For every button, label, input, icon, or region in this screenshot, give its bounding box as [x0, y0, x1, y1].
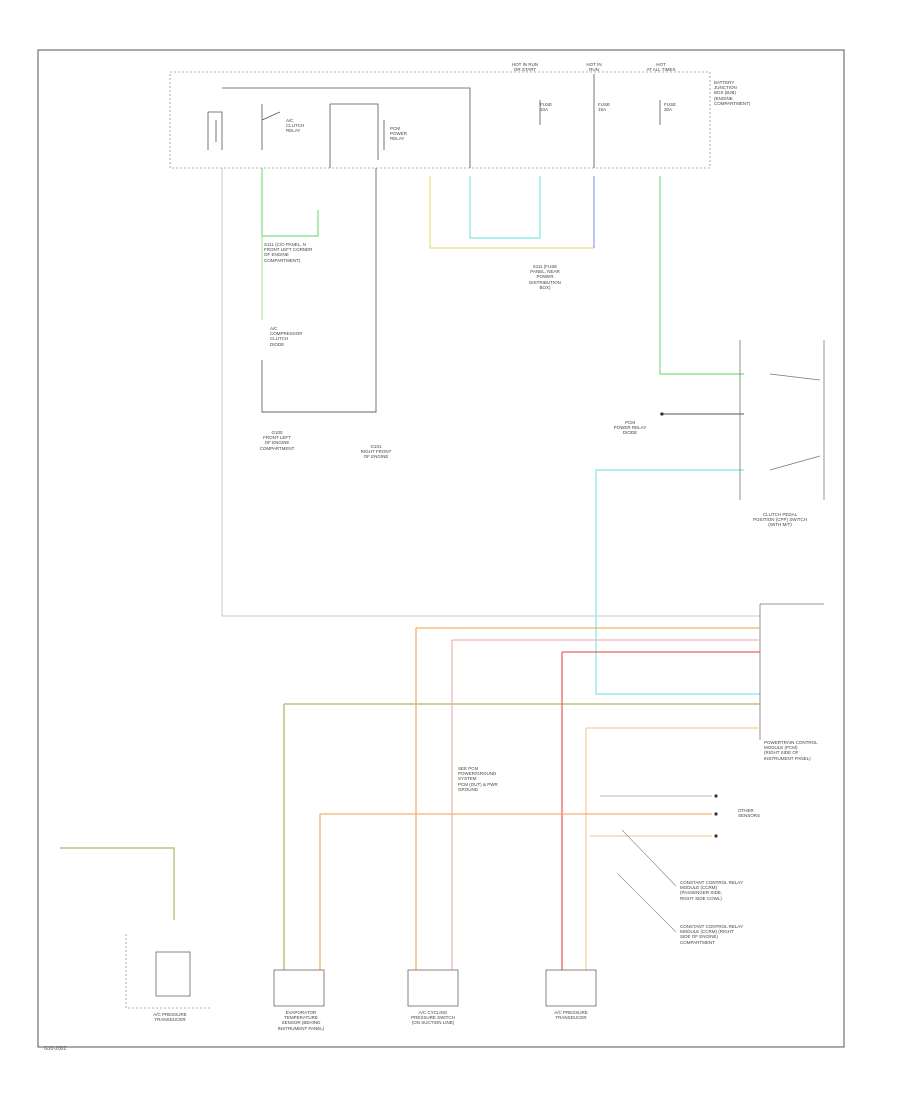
relay1-coil: [207, 111, 223, 150]
evap-temp-label: EVAPORATOR TEMPERATURE SENSOR (BEHIND IN…: [277, 1010, 325, 1031]
wire-orange: [415, 627, 760, 970]
fuse-lines: [539, 74, 661, 168]
cpp-switch-label: CLUTCH PEDAL POSITION (CPP) SWITCH (WITH…: [753, 512, 807, 528]
ground1-label: G100 FRONT LEFT OF ENGINE COMPARTMENT: [259, 430, 295, 451]
pcm-label: POWERTRAIN CONTROL MODULE (PCM) (RIGHT S…: [764, 740, 818, 761]
component-2: [407, 969, 459, 1007]
relay2: [329, 103, 385, 168]
wire-orange-2: [319, 813, 712, 970]
ac-sensor-label: A/C PRESSURE TRANSDUCER: [554, 1010, 588, 1021]
wire-cyan: [469, 176, 541, 239]
wire-dark-down: [261, 168, 377, 413]
wire-cyan-long: [595, 469, 760, 695]
component-4: [155, 951, 191, 997]
leader-2: [617, 873, 677, 933]
splice2-label: S111 (FUSE PANEL, NEAR POWER DISTRIBUTIO…: [529, 264, 561, 290]
terminal-dot: [660, 412, 664, 416]
component-1: [273, 969, 325, 1007]
fuse2-label: FUSE 15A: [598, 102, 611, 113]
cycling-label: A/C CYCLING PRESSURE SWITCH (ON SUCTION …: [411, 1010, 455, 1026]
wire-pink: [451, 639, 760, 970]
pcm-ground-dashed: [221, 168, 760, 617]
trans-cap-label: A/C PRESSURE TRANSDUCER: [153, 1012, 187, 1023]
fuse1-label: FUSE 10A: [540, 102, 553, 113]
terminal-dot: [714, 794, 718, 798]
diagram-border: [37, 49, 845, 1048]
component-4-dashed: [125, 934, 210, 1009]
other-sensors-label: OTHER SENSORS: [738, 808, 761, 819]
terminal-dot: [714, 812, 718, 816]
splice1-label: S111 (C/O PANEL, N FRONT LEFT CORNER OF …: [264, 242, 313, 263]
wire-olive: [283, 703, 760, 970]
relay2-label: PCM POWER RELAY: [390, 126, 408, 142]
relay1-label: A/C CLUTCH RELAY: [286, 118, 305, 134]
terminal-dot: [714, 834, 718, 838]
fuse-box-label: BATTERY JUNCTION BOX (BJB) (ENGINE COMPA…: [714, 80, 751, 106]
pcm-connector: [759, 603, 824, 740]
leader-1: [621, 829, 677, 887]
hot-at-all-label: HOT AT ALL TIMES: [646, 62, 676, 73]
cpp-switch: [739, 340, 825, 500]
component-3: [545, 969, 597, 1007]
footer-code: G10-2002: [44, 1046, 67, 1052]
hot-run2-label: HOT IN RUN: [586, 62, 602, 73]
pcm-power-label: PCM POWER RELAY DIODE: [613, 420, 647, 436]
hot-run1-label: HOT IN RUN OR START: [511, 62, 539, 73]
wire-red: [561, 651, 760, 970]
fuse-box-outline: [169, 71, 711, 169]
note2-label: CONSTANT CONTROL RELAY MODULE (CCRM) (RI…: [680, 924, 744, 945]
wire-peach: [585, 727, 760, 970]
wire-olive-left: [60, 847, 175, 920]
ground2-label: G101 RIGHT FRONT OF ENGINE: [360, 444, 392, 460]
wire-green: [261, 168, 319, 237]
wire-yellow: [429, 176, 594, 249]
wire-to-cpp: [659, 176, 744, 375]
sensor-ref-label: SEE PCM POWER/GROUND SYSTEM PCM (OUT) & …: [458, 766, 498, 792]
relay1-switch: [222, 87, 471, 168]
note1-label: CONSTANT CONTROL RELAY MODULE (CCRM) (PA…: [680, 880, 744, 901]
fuse3-label: FUSE 30A: [664, 102, 677, 113]
clutch-label: A/C COMPRESSOR CLUTCH DIODE: [270, 326, 303, 347]
